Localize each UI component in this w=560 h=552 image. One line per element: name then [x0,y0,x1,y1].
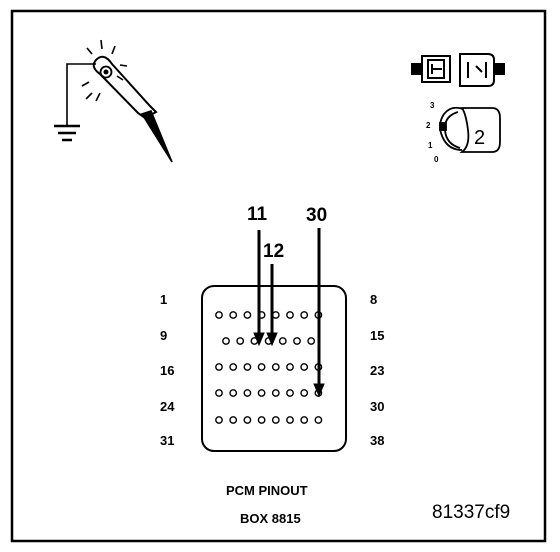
connector-pin [271,389,280,397]
caption-title: PCM PINOUT [226,483,308,498]
connector-pin [229,416,238,424]
connector-pin [229,389,238,397]
probe-arrows [253,228,325,398]
probe-label-11: 11 [247,204,268,225]
connector-pin [286,363,294,371]
connector-pin [300,416,309,424]
caption-subtitle: BOX 8815 [240,511,301,526]
ignition-position-label: 2 [426,121,431,130]
probe-label-12: 12 [263,241,285,262]
connector-pin [257,416,266,424]
connector-pin [271,363,280,371]
probe-label-30: 30 [306,205,328,226]
connector-pin [257,389,266,397]
connector-pin [243,311,252,319]
connector-pin [215,416,223,424]
connector-pin [293,337,301,345]
connector-pin [271,311,280,319]
connector-pin [307,337,316,345]
row-end-label: 8 [370,292,378,307]
row-start-label: 16 [160,363,175,378]
ignition-position-label: 0 [434,155,439,164]
ignition-position-label: 3 [430,101,435,110]
row-start-label: 9 [160,328,168,343]
connector-pin [243,416,252,424]
connector-pin [229,311,238,319]
connector-pin [286,311,294,319]
connector-pin [286,416,294,424]
connector-pin [243,389,252,397]
connector-pin [215,363,223,371]
connector-pin [257,363,266,371]
connector-pin [236,337,245,345]
row-end-label: 15 [370,328,385,343]
ignition-selected-position: 2 [474,127,486,149]
connector-pin [222,337,230,345]
row-end-label: 23 [370,363,385,378]
ignition-key-icon [439,106,501,153]
ground-symbol-icon [54,124,80,142]
connector-disconnected-icon [411,53,505,87]
row-end-label: 38 [370,433,385,448]
test-light-icon [54,39,173,163]
row-start-label: 24 [160,399,175,414]
connector-pin [300,363,309,371]
connector-pin [243,363,252,371]
figure-border [10,9,547,543]
connector-pin [271,416,280,424]
connector-pin [215,389,223,397]
row-start-label: 31 [160,433,175,448]
connector-pin [215,311,223,319]
figure-id: 81337cf9 [432,502,511,523]
connector-pin [229,363,238,371]
ignition-position-label: 1 [428,141,433,150]
row-end-label: 30 [370,399,385,414]
connector-pin [300,389,309,397]
row-start-label: 1 [160,292,168,307]
connector-pin [286,389,294,397]
connector-pin [314,416,323,424]
connector-pin [300,311,309,319]
connector-pin [278,337,287,345]
